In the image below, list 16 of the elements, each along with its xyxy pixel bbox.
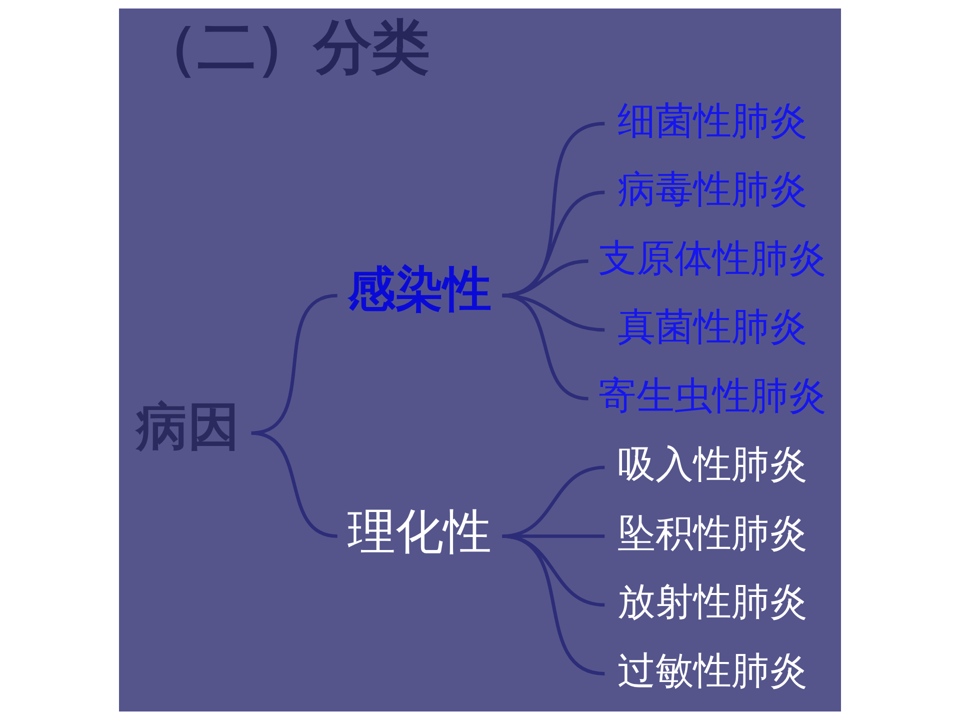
node-text: 放射性肺炎 [618, 580, 808, 624]
node-text: 坠积性肺炎 [618, 510, 808, 555]
connector [502, 534, 605, 676]
node-text: 支原体性肺炎 [598, 236, 827, 280]
connector [502, 190, 605, 298]
node-text: 吸入性肺炎 [618, 442, 808, 486]
node-text: 细菌性肺炎 [618, 98, 808, 142]
node-text: 感染性 [348, 262, 492, 318]
node-text: 真菌性肺炎 [618, 304, 808, 349]
node-text: 寄生虫性肺炎 [598, 373, 827, 418]
connector [251, 431, 338, 538]
node-text: 理化性 [348, 504, 492, 560]
node-text: 过敏性肺炎 [618, 648, 808, 692]
connector [502, 294, 589, 400]
connector [502, 122, 605, 298]
node-text: 病毒性肺炎 [618, 167, 808, 212]
